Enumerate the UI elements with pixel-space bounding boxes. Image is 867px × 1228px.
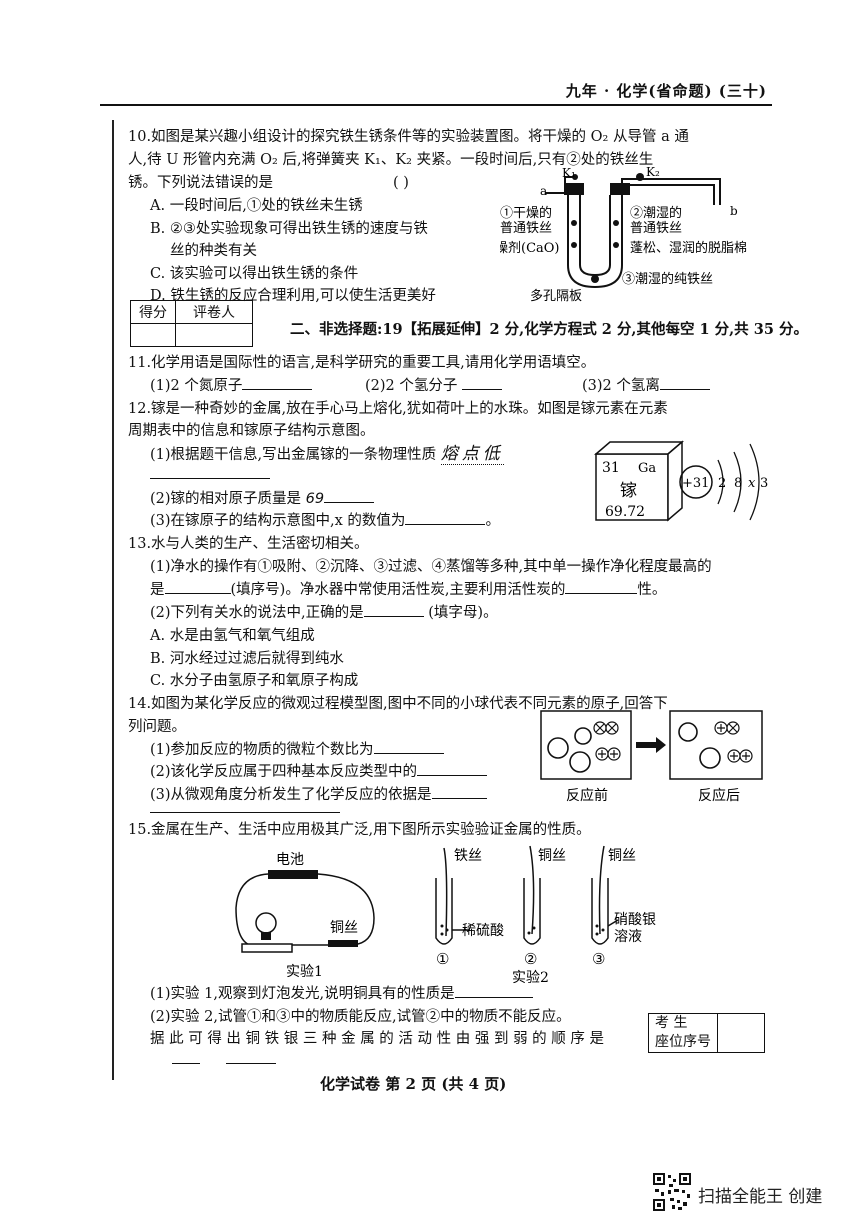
q11-part-2: (2)2 个氢分子 xyxy=(365,375,502,397)
fig-label-3: ③潮湿的纯铁丝 xyxy=(622,271,713,287)
tube-number-2: ② xyxy=(524,950,537,968)
q15-part-1: (1)实验 1,观察到灯泡发光,说明铜具有的性质是 xyxy=(150,983,533,1005)
label-before-reaction: 反应前 xyxy=(566,787,608,804)
scanner-watermark: 扫描全能王 创建 xyxy=(698,1187,823,1207)
label-dilute-sulfuric-acid: 稀硫酸 xyxy=(462,923,504,939)
q14-stem-2: 列问题。 xyxy=(128,719,186,735)
q15-blank-2 xyxy=(226,1063,276,1064)
u-tube-apparatus-figure: a K₁ K₂ b ①干燥的 普通铁丝 ②潮湿的 普通铁丝 干燥剂(CaO) 蓬… xyxy=(500,165,747,304)
fig-label-b: b xyxy=(730,204,738,218)
atomic-number: 31 xyxy=(602,460,620,476)
q14-part-1: (1)参加反应的物质的微粒个数比为 xyxy=(150,739,444,761)
q13-option-b: B. 河水经过过滤后就得到纯水 xyxy=(150,651,344,667)
fig-label-k2: K₂ xyxy=(646,165,660,179)
q12-part-1: (1)根据题干信息,写出金属镓的一条物理性质 熔点低 xyxy=(150,444,504,465)
shell-4: 3 xyxy=(760,476,768,491)
tube-number-3: ③ xyxy=(592,950,605,968)
q13-part-1: (1)净水的操作有①吸附、②沉降、③过滤、④蒸馏等多种,其中单一操作净化程度最高… xyxy=(150,559,712,575)
element-name: 镓 xyxy=(620,481,637,501)
q11-part-1: (1)2 个氮原子 xyxy=(150,375,313,397)
left-margin-line xyxy=(112,120,114,1080)
q14-part-3: (3)从微观角度分析发生了化学反应的依据是 xyxy=(150,784,487,806)
fig-label-2b: 普通铁丝 xyxy=(630,221,682,236)
label-copper-wire-2: 铜丝 xyxy=(538,848,566,864)
q15-part-2: (2)实验 2,试管①和③中的物质能反应,试管②中的物质不能反应。 xyxy=(150,1009,571,1025)
q10-option-c: C. 该实验可以得出铁生锈的条件 xyxy=(150,266,359,282)
nucleus-charge: +31 xyxy=(682,476,709,491)
score-blank xyxy=(130,323,176,347)
q10-stem-1: 10.如图是某兴趣小组设计的探究铁生锈条件等的实验装置图。将干燥的 O₂ 从导管… xyxy=(128,129,689,145)
q11-stem: 11.化学用语是国际性的语言,是科学研究的重要工具,请用化学用语填空。 xyxy=(128,355,596,371)
q13-option-a: A. 水是由氢气和氧气组成 xyxy=(150,628,315,644)
score-cell: 得分 xyxy=(130,300,176,324)
label-solution: 溶液 xyxy=(614,929,642,945)
q13-option-c: C. 水分子由氢原子和氧原子构成 xyxy=(150,673,359,689)
section-2-title: 二、非选择题:19【拓展延伸】2 分,化学方程式 2 分,其他每空 1 分,共 … xyxy=(290,321,808,338)
q14-part-2: (2)该化学反应属于四种基本反应类型中的 xyxy=(150,761,488,783)
q12-part-3: (3)在镓原子的结构示意图中,x 的数值为。 xyxy=(150,510,500,532)
gallium-atom-structure: +31 2 8 x 3 xyxy=(679,443,768,521)
label-battery: 电池 xyxy=(276,852,304,868)
q10-option-b-cont: 丝的种类有关 xyxy=(170,243,257,259)
gallium-element-cell: 31 Ga 镓 69.72 xyxy=(593,440,685,522)
q12-stem-1: 12.镓是一种奇妙的金属,放在手心马上熔化,犹如荷叶上的水珠。如图是镓元素在元素 xyxy=(128,401,668,417)
q10-stem-2: 人,待 U 形管内充满 O₂ 后,将弹簧夹 K₁、K₂ 夹紧。一段时间后,只有②… xyxy=(128,152,654,168)
q12-stem-2: 周期表中的信息和镓原子结构示意图。 xyxy=(128,423,375,439)
q15-part-3: 据 此 可 得 出 铜 铁 银 三 种 金 属 的 活 动 性 由 强 到 弱 … xyxy=(150,1031,605,1047)
label-after-reaction: 反应后 xyxy=(698,787,740,804)
grader-blank xyxy=(175,323,253,347)
seat-label: 考 生 座位序号 xyxy=(648,1013,718,1053)
fig-label-cotton: 蓬松、湿润的脱脂棉 xyxy=(630,240,747,256)
q13-part-2: (2)下列有关水的说法中,正确的是 (填字母)。 xyxy=(150,602,498,624)
q13-part-1-cont: 是(填序号)。净水器中常使用活性炭,主要利用活性炭的性。 xyxy=(150,579,666,601)
q10-stem-3: 锈。下列说法错误的是( ) xyxy=(128,175,409,191)
header-rule xyxy=(100,104,772,106)
seat-number-blank xyxy=(717,1013,765,1053)
seat-number-box: 考 生 座位序号 xyxy=(648,1013,765,1053)
handwritten-answer-2: 69 xyxy=(305,491,325,507)
label-silver-nitrate: 硝酸银 xyxy=(614,912,656,928)
fig-label-partition: 多孔隔板 xyxy=(530,288,582,304)
q10-option-b: B. ②③处实验现象可得出铁生锈的速度与铁 xyxy=(150,221,428,237)
q12-part-1-line xyxy=(150,478,270,479)
label-experiment-2: 实验2 xyxy=(512,970,549,986)
label-copper-wire: 铜丝 xyxy=(330,920,358,936)
fig-label-2a: ②潮湿的 xyxy=(630,205,682,221)
fig-label-1a: ①干燥的 xyxy=(500,205,552,221)
tube-number-1: ① xyxy=(436,950,449,968)
atomic-mass: 69.72 xyxy=(605,504,645,520)
page-footer: 化学试卷 第 2 页 (共 4 页) xyxy=(320,1075,507,1093)
q12-part-2: (2)镓的相对原子质量是 69 xyxy=(150,488,375,510)
shell-1: 2 xyxy=(718,476,726,491)
q13-stem: 13.水与人类的生产、生活密切相关。 xyxy=(128,536,369,552)
fig-label-desiccant: 干燥剂(CaO) xyxy=(500,241,560,256)
q14-stem-1: 14.如图为某化学反应的微观过程模型图,图中不同的小球代表不同元素的原子,回答下 xyxy=(128,696,668,712)
reaction-model-figure: 反应前 反应后 xyxy=(540,710,763,804)
experiment-1-circuit: 电池 铜丝 实验1 xyxy=(235,852,375,980)
experiment-2-tubes: 铁丝 铜丝 铜丝 稀硫酸 硝酸银 溶液 ① ② ③ 实验2 xyxy=(435,845,656,986)
shell-2: 8 xyxy=(734,476,742,491)
shell-3: x xyxy=(748,476,756,491)
fig-label-a: a xyxy=(540,184,547,198)
handwritten-answer-1: 熔点低 xyxy=(440,444,504,465)
score-table: 得分评卷人 xyxy=(130,300,253,347)
element-symbol: Ga xyxy=(638,461,656,476)
grader-cell: 评卷人 xyxy=(175,300,253,324)
q15-blank-1 xyxy=(172,1063,200,1064)
label-iron-wire: 铁丝 xyxy=(454,848,482,864)
fig-label-1b: 普通铁丝 xyxy=(500,221,552,236)
q14-part-3-line xyxy=(150,812,340,813)
q11-part-3: (3)2 个氢离 xyxy=(582,375,710,397)
page-header: 九年 · 化学(省命题) (三十) xyxy=(565,82,767,100)
qr-code-icon xyxy=(652,1172,692,1212)
fig-label-k1: K₁ xyxy=(562,166,576,180)
label-copper-wire-3: 铜丝 xyxy=(608,848,636,864)
q15-stem: 15.金属在生产、生活中应用极其广泛,用下图所示实验验证金属的性质。 xyxy=(128,822,591,838)
label-experiment-1: 实验1 xyxy=(286,964,323,980)
q10-option-a: A. 一段时间后,①处的铁丝未生锈 xyxy=(150,198,363,214)
